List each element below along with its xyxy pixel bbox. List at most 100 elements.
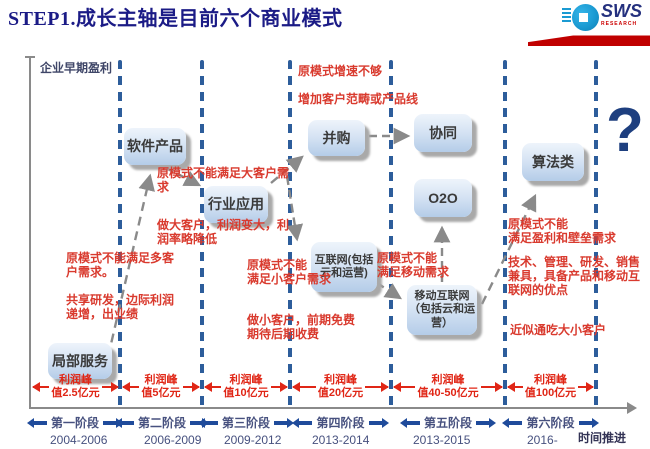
peak-2-text: 利润峰 值5亿元: [141, 373, 181, 399]
peak-right-arrow-icon: [365, 382, 389, 392]
box-industry-app: 行业应用: [204, 186, 268, 223]
peak-5-text: 利润峰 值40-50亿元: [417, 373, 479, 399]
note-profit-barrier: 原模式不能 满足盈利和壁垒需求: [508, 217, 617, 246]
arrow-industry-to-internet: [285, 175, 304, 242]
stage-left-arrow-icon: [26, 417, 47, 428]
stage-1-years: 2004-2006: [50, 433, 108, 447]
peak-3-text: 利润峰 值10亿元: [223, 373, 269, 399]
stage-5-label: 第五阶段: [423, 416, 472, 430]
logo-circle-icon: [572, 4, 599, 31]
arrow-mobile-to-algorithm: [480, 193, 537, 305]
peak-4-text: 利润峰 值20亿元: [317, 373, 364, 399]
y-axis: [29, 57, 31, 409]
arrow-local-to-software: [106, 173, 155, 358]
stage-divider-line: [389, 60, 393, 409]
stage-6-years: 2016-: [527, 433, 558, 447]
y-axis-label: 企业早期盈利: [40, 61, 113, 75]
arrow-internet-to-mobile: [376, 281, 403, 300]
stage-left-arrow-icon: [502, 417, 523, 428]
stage-2-label: 第二阶段: [137, 416, 186, 430]
y-axis-cap: [25, 56, 35, 58]
stage-divider-line: [200, 60, 204, 409]
time-axis-label: 时间推进: [578, 431, 627, 445]
stage-right-arrow-icon: [578, 417, 599, 428]
box-merger: 并购: [308, 120, 365, 156]
red-ribbon: [528, 35, 650, 46]
stage-5-years: 2013-2015: [413, 433, 471, 447]
note-do-big-customer: 做大客户，利润变大，利 润率略降低: [157, 218, 290, 247]
x-axis-arrowhead-icon: [627, 402, 637, 414]
note-shared-rd: 共享研发，边际利润 递增，出业绩: [66, 293, 175, 322]
stage-3: 第三阶段 2009-2012: [197, 414, 294, 447]
peak-row-2: 利润峰 值5亿元: [121, 373, 201, 401]
question-mark: ?: [606, 96, 644, 165]
stage-6: 第六阶段 2016-: [502, 414, 599, 447]
stage-right-arrow-icon: [274, 417, 294, 428]
note-do-small-customer: 做小客户，前期免费 期待后期收费: [247, 313, 356, 342]
logo-text-block: SWS RESEARCH: [601, 2, 642, 27]
note-big-customer: 原模式不能满足大客户需 求: [157, 166, 290, 195]
note-tech-mgmt: 技术、管理、研发、销售 兼具，具备产品和移动互 联网的优点: [508, 255, 641, 298]
peak-row-4: 利润峰 值20亿元: [292, 373, 389, 401]
peak-right-arrow-icon: [480, 382, 504, 392]
box-mobile-internet: 移动互联网 （包括云和运 营）: [407, 285, 477, 335]
note-multi-customer: 原模式不能满足多客 户需求。: [66, 251, 175, 280]
peak-row-6: 利润峰 值100亿元: [507, 373, 594, 401]
stage-right-arrow-icon: [368, 417, 389, 428]
arrow-software-to-industry: [165, 166, 202, 187]
stage-divider-line: [594, 60, 598, 409]
stage-right-arrow-icon: [476, 417, 496, 428]
stage-4-years: 2013-2014: [312, 433, 370, 447]
stage-left-arrow-icon: [115, 417, 134, 428]
box-local-service: 局部服务: [48, 343, 112, 379]
peak-row-3: 利润峰 值10亿元: [203, 373, 289, 401]
box-synergy: 协同: [414, 114, 472, 152]
peak-right-arrow-icon: [182, 382, 201, 392]
peak-1-text: 利润峰 值2.5亿元: [51, 373, 100, 399]
box-software-product: 软件产品: [124, 128, 186, 165]
note-small-customer: 原模式不能 满足小客户需求: [247, 258, 332, 287]
peak-left-arrow-icon: [392, 382, 416, 392]
note-expand-scope: 增加客户范畴或产品线: [298, 92, 419, 106]
note-all-customers: 近似通吃大小客户: [510, 323, 607, 337]
stage-2-years: 2006-2009: [144, 433, 202, 447]
stage-left-arrow-icon: [292, 417, 313, 428]
logo-research-text: RESEARCH: [601, 21, 638, 27]
sws-logo: SWS RESEARCH: [562, 2, 642, 31]
stage-4: 第四阶段 2013-2014: [290, 414, 391, 447]
note-mobile-demand: 原模式不能 满足移动需求: [377, 251, 450, 280]
stage-1: 第一阶段 2004-2006: [26, 414, 123, 447]
peak-right-arrow-icon: [578, 382, 594, 392]
stage-divider-line: [503, 60, 507, 409]
stage-1-label: 第一阶段: [50, 416, 99, 430]
peak-row-1: 利润峰 值2.5亿元: [31, 373, 120, 401]
stage-left-arrow-icon: [399, 417, 420, 428]
logo-speed-lines-icon: [562, 8, 571, 23]
stage-2: 第二阶段 2006-2009: [115, 414, 209, 447]
peak-left-arrow-icon: [121, 382, 140, 392]
arrow-industry-to-merger: [270, 155, 304, 184]
box-algorithm: 算法类: [522, 143, 584, 181]
stage-6-label: 第六阶段: [526, 416, 575, 430]
stage-left-arrow-icon: [197, 417, 218, 428]
peak-left-arrow-icon: [292, 382, 316, 392]
stage-4-label: 第四阶段: [316, 416, 365, 430]
box-o2o: O2O: [414, 179, 472, 217]
box-internet: 互联网(包括 云和运营): [311, 242, 377, 292]
page-title: STEP1.成长主轴是目前六个商业模式: [8, 8, 343, 30]
peak-right-arrow-icon: [270, 382, 289, 392]
peak-6-text: 利润峰 值100亿元: [524, 373, 577, 399]
stage-5: 第五阶段 2013-2015: [391, 414, 505, 447]
peak-row-5: 利润峰 值40-50亿元: [392, 373, 504, 401]
note-growth-not-enough: 原模式增速不够: [298, 64, 383, 78]
peak-left-arrow-icon: [203, 382, 222, 392]
stage-3-years: 2009-2012: [224, 433, 282, 447]
peak-left-arrow-icon: [31, 382, 50, 392]
stage-3-label: 第三阶段: [221, 416, 270, 430]
logo-sws-text: SWS: [601, 1, 643, 21]
peak-left-arrow-icon: [507, 382, 523, 392]
x-axis: [29, 407, 629, 409]
stage-divider-line: [118, 60, 122, 409]
